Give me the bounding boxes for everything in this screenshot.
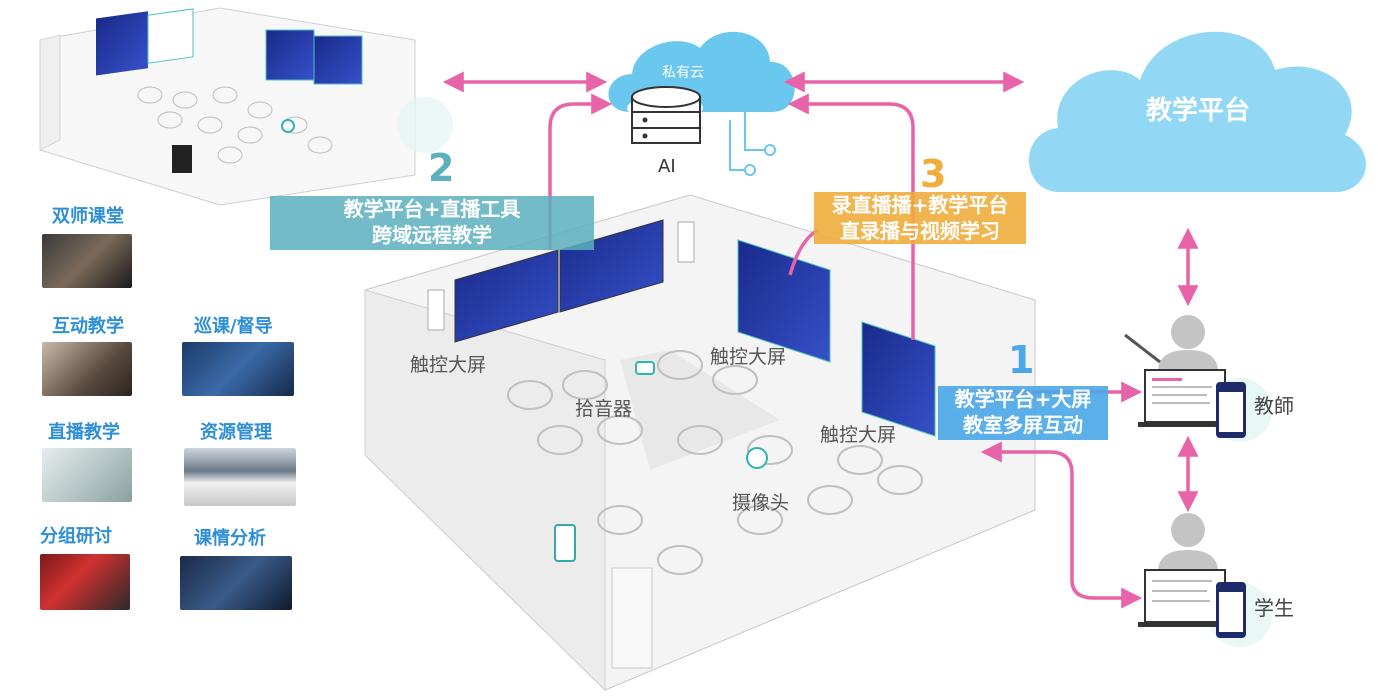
- private-cloud-label: 私有云: [662, 65, 704, 81]
- scenario2-line1: 教学平台+直播工具: [343, 197, 521, 221]
- platform-cloud-label: 教学平台: [1146, 96, 1251, 126]
- scenario2-line2: 跨域远程教学: [372, 223, 492, 247]
- mic-label: 拾音器: [575, 398, 633, 420]
- screen-right-label: 触控大屏: [820, 424, 897, 446]
- scenario2-banner: 教学平台+直播工具 跨域远程教学: [270, 196, 594, 250]
- scenario2-number: 2: [428, 146, 455, 190]
- camera-label: 摄像头: [732, 492, 790, 514]
- scenario3-number: 3: [920, 152, 947, 196]
- scenario1-banner: 教学平台+大屏 教室多屏互动: [938, 386, 1108, 440]
- scenario3-banner: 录直播播+教学平台 直录播与视频学习: [814, 192, 1026, 244]
- student-label: 学生: [1254, 596, 1294, 620]
- group-thumbnail: [40, 554, 130, 610]
- dual-teacher-thumbnail: [42, 234, 132, 288]
- remote-classroom: [39, 7, 453, 206]
- feature-patrol: 巡课/督导: [194, 316, 273, 337]
- screen-mid-label: 触控大屏: [710, 346, 787, 368]
- ai-label: AI: [658, 156, 676, 177]
- feature-analysis: 课情分析: [194, 528, 266, 549]
- resources-thumbnail: [184, 448, 296, 506]
- platform-cloud-shape: [1028, 31, 1366, 193]
- interactive-thumbnail: [42, 342, 132, 396]
- teacher-devices: [1124, 315, 1272, 442]
- main-classroom: [364, 194, 1036, 692]
- scenario3-line1: 录直播播+教学平台: [831, 193, 1009, 217]
- feature-live: 直播教学: [48, 422, 120, 443]
- live-thumbnail: [42, 448, 132, 502]
- teacher-label: 教師: [1254, 394, 1294, 418]
- private-cloud: [608, 31, 795, 176]
- feature-dual-teacher: 双师课堂: [52, 206, 124, 227]
- scenario1-line2: 教室多屏互动: [963, 413, 1083, 437]
- scenario1-number: 1: [1008, 338, 1035, 382]
- scenario3-line2: 直录播与视频学习: [840, 219, 1000, 243]
- screen-left-label: 触控大屏: [410, 354, 487, 376]
- feature-resources: 资源管理: [200, 422, 272, 443]
- feature-interactive: 互动教学: [52, 316, 124, 337]
- patrol-thumbnail: [182, 342, 294, 396]
- feature-group: 分组研讨: [40, 526, 112, 547]
- analysis-thumbnail: [180, 556, 292, 610]
- scenario1-line1: 教学平台+大屏: [954, 387, 1092, 411]
- student-devices: [1138, 513, 1272, 647]
